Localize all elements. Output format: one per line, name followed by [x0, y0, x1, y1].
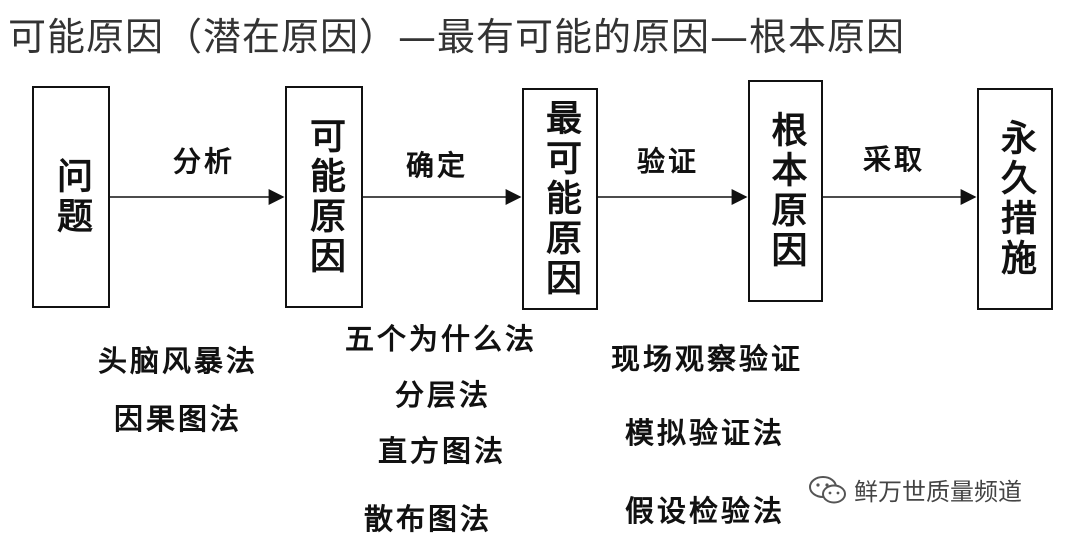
box-possible-cause-label: 可能原因 — [304, 117, 345, 277]
wechat-icon — [809, 475, 846, 503]
method-scatter: 散布图法 — [364, 502, 493, 536]
diagram-title: 可能原因（潜在原因）—最有可能的原因—根本原因 — [8, 15, 906, 59]
method-simulation: 模拟验证法 — [625, 416, 786, 450]
watermark-text: 鲜万世质量频道 — [854, 478, 1022, 506]
method-cause-effect: 因果图法 — [114, 402, 243, 436]
box-permanent-action: 永久措施 — [977, 88, 1053, 310]
label-verify: 验证 — [637, 145, 700, 178]
method-hypothesis-test: 假设检验法 — [625, 494, 786, 528]
method-stratification: 分层法 — [395, 378, 492, 412]
label-determine: 确定 — [406, 149, 469, 182]
box-problem: 问题 — [32, 86, 110, 308]
method-onsite-observation: 现场观察验证 — [611, 342, 804, 376]
method-histogram: 直方图法 — [378, 434, 507, 468]
label-adopt: 采取 — [863, 143, 926, 176]
box-most-likely-cause: 最可能原因 — [522, 88, 598, 310]
method-five-whys: 五个为什么法 — [345, 322, 538, 356]
box-most-likely-cause-label: 最可能原因 — [540, 99, 581, 299]
box-root-cause-label: 根本原因 — [765, 111, 807, 271]
box-root-cause: 根本原因 — [748, 80, 823, 302]
method-brainstorming: 头脑风暴法 — [98, 344, 259, 378]
box-possible-cause: 可能原因 — [285, 86, 363, 308]
watermark: 鲜万世质量频道 — [808, 472, 1022, 507]
label-analyze: 分析 — [173, 145, 236, 178]
box-problem-label: 问题 — [51, 157, 92, 237]
box-permanent-action-label: 永久措施 — [995, 119, 1036, 279]
